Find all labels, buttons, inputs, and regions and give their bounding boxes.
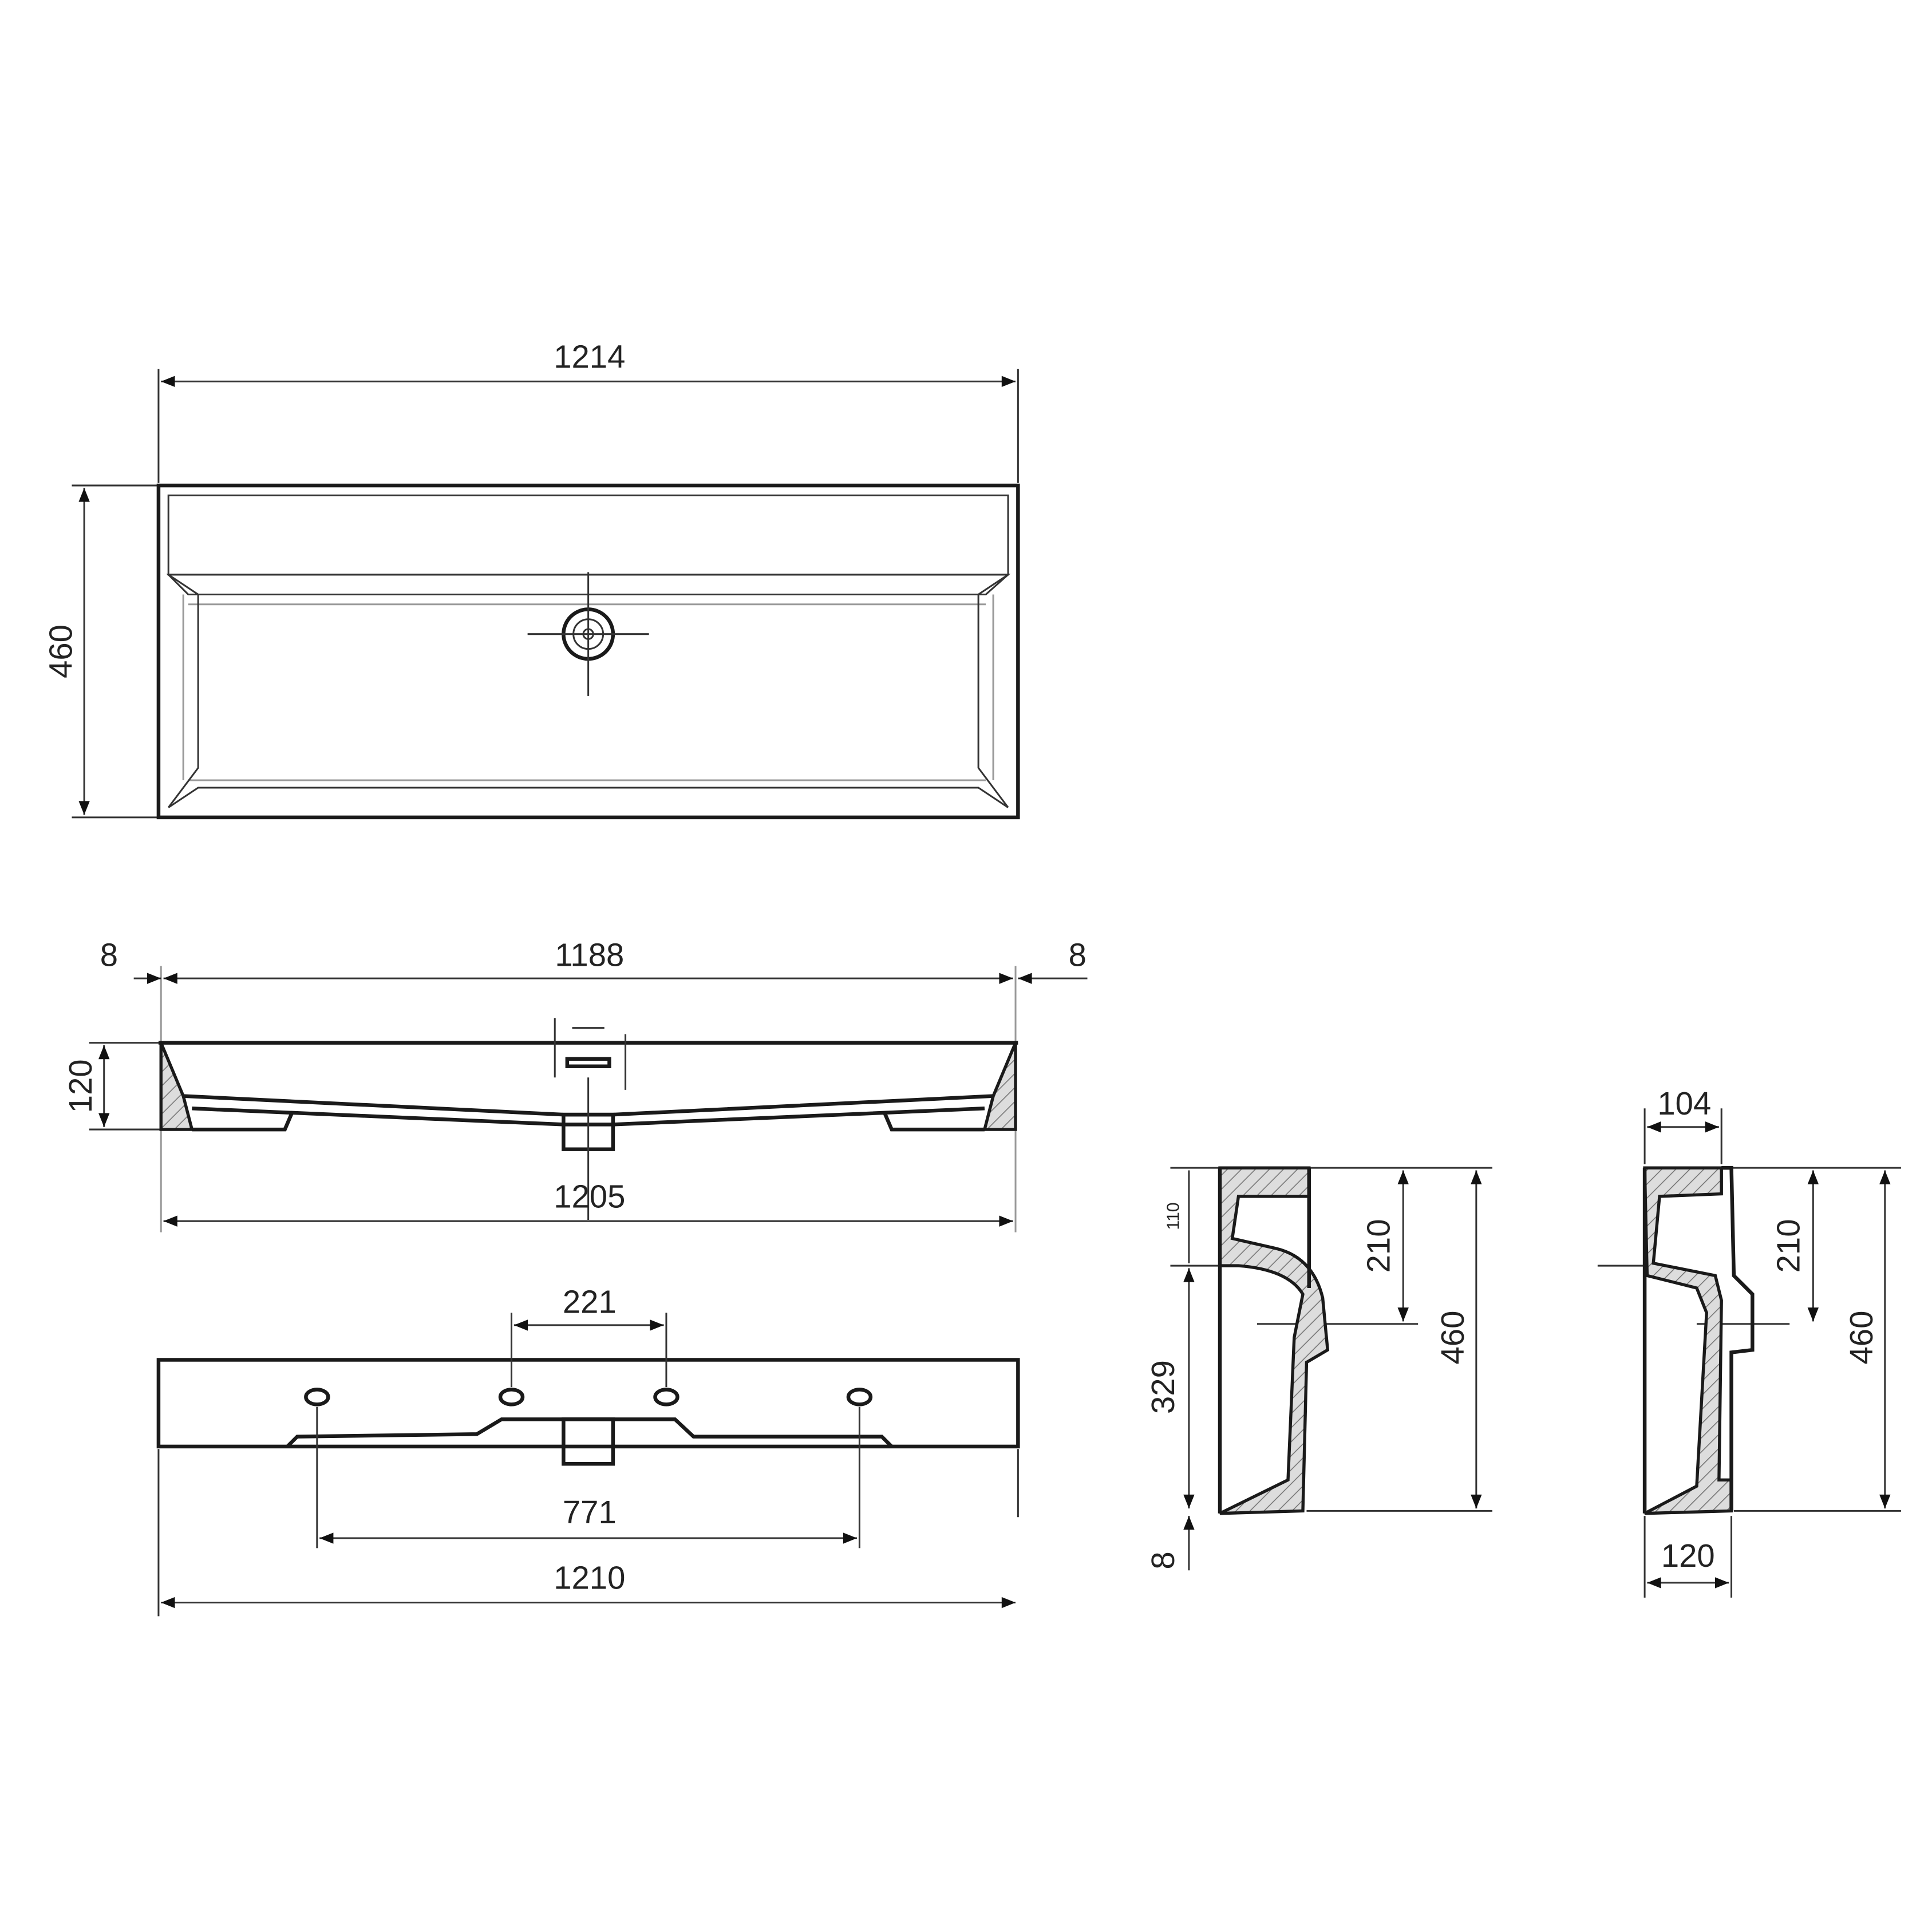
side-section-a: 110 329 8 210 460 (1145, 1166, 1492, 1571)
dim-bottom-offset: 8 (1145, 1551, 1181, 1569)
dim-bottom-width-b: 120 (1661, 1538, 1715, 1574)
dim-height: 120 (62, 1059, 98, 1113)
basin-outline (156, 483, 1020, 820)
front-section: 8 1188 8 120 1205 (62, 937, 1088, 1232)
dim-hole-spacing-inner: 221 (563, 1283, 617, 1319)
side-section-b: 104 210 460 120 (1597, 1085, 1901, 1598)
dim-bottom-width: 1205 (554, 1178, 625, 1214)
dim-top-depth: 110 (1164, 1202, 1183, 1230)
dim-left-offset: 8 (100, 937, 118, 973)
dim-total-height-a: 460 (1435, 1311, 1471, 1365)
dim-width-label: 1214 (554, 339, 625, 375)
dim-overall-width: 1210 (554, 1560, 625, 1596)
dim-lower-height: 329 (1145, 1360, 1181, 1414)
dim-depth-label: 460 (42, 625, 78, 678)
dim-drain-height-b: 210 (1771, 1219, 1807, 1273)
dim-total-height-b: 460 (1843, 1311, 1879, 1365)
dim-top-width: 104 (1657, 1085, 1711, 1121)
drain-icon (527, 572, 649, 696)
dim-hole-spacing-outer: 771 (563, 1494, 617, 1530)
dim-inner-width: 1188 (555, 937, 624, 973)
dim-right-offset: 8 (1069, 937, 1086, 973)
dim-drain-height-a: 210 (1360, 1219, 1396, 1273)
mounting-holes (304, 1388, 873, 1406)
top-view: 1214 460 (42, 339, 1020, 820)
rear-view: 221 771 1210 (156, 1283, 1020, 1617)
